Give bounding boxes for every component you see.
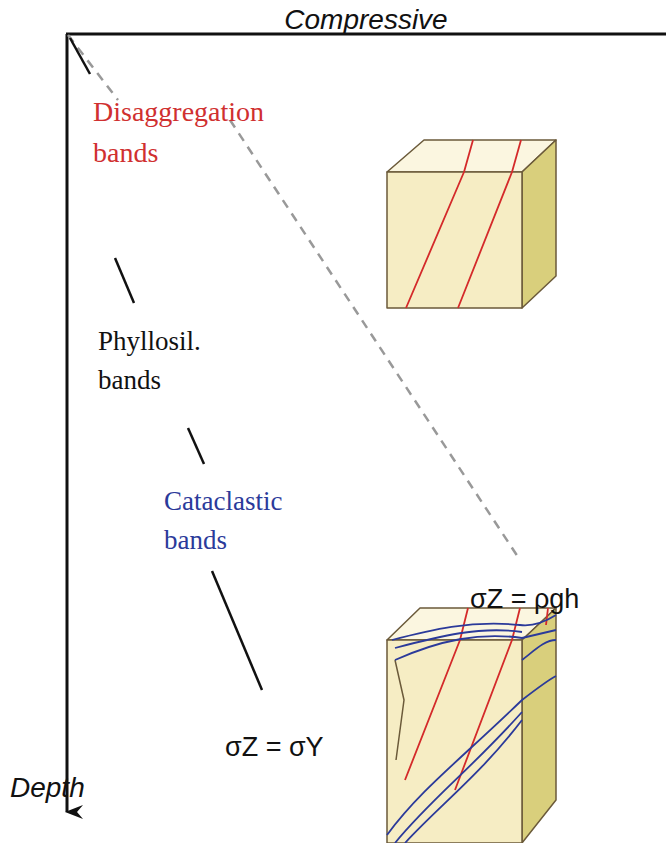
axis-title: Compressive	[246, 0, 486, 41]
band-type-label: Cataclastic bands	[164, 482, 344, 560]
band-type-label: Phyllosil. bands	[98, 322, 258, 400]
yield-curve	[70, 38, 262, 690]
sandstone-block-upper	[387, 140, 556, 308]
depth-axis	[66, 34, 69, 812]
stress-equation: σZ = ρgh	[470, 580, 660, 619]
sandstone-block-lower	[387, 608, 556, 843]
lithostatic-line	[68, 35, 118, 100]
axis-title: Depth	[10, 768, 120, 809]
band-type-label: Disaggregation bands	[93, 92, 323, 173]
stress-equation: σZ = σY	[225, 728, 385, 767]
